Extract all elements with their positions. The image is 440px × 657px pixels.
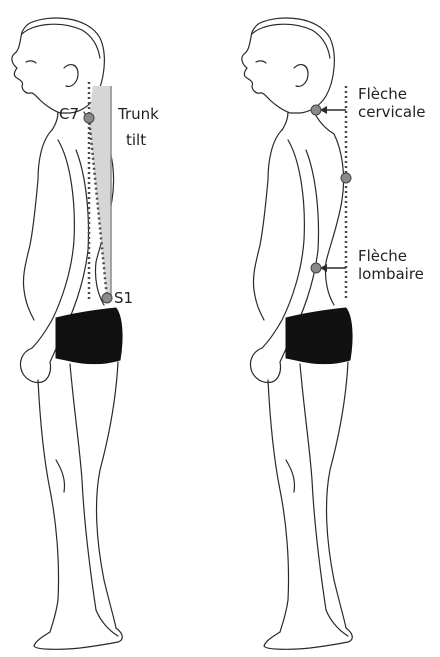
left-leg-back [97, 362, 118, 628]
right-hair [252, 24, 330, 58]
left-head-outline [12, 18, 104, 113]
left-eye [26, 61, 36, 63]
cervical-landmark [311, 105, 321, 115]
right-ear [294, 65, 308, 87]
right-hand [250, 340, 290, 383]
right-leg-back [327, 362, 348, 628]
cervical-label-line1: Flèche [358, 86, 407, 103]
left-hand [20, 340, 60, 383]
right-head-outline [242, 18, 334, 113]
lumbar-landmark [311, 263, 321, 273]
c7-label: C7 [59, 106, 79, 123]
right-leg-front [268, 380, 289, 632]
right-neck [282, 112, 288, 130]
left-foot [34, 628, 122, 649]
right-eye [256, 61, 266, 63]
cervical-label-line2: cervicale [358, 104, 426, 121]
left-leg-front [38, 380, 59, 632]
right-shorts [286, 308, 352, 364]
thoracic-apex-landmark [341, 173, 351, 183]
left-ear [64, 65, 78, 87]
right-torso-front [253, 130, 282, 320]
left-shorts [56, 308, 122, 364]
left-hair [22, 24, 100, 58]
right-torso-back [325, 134, 343, 305]
s1-landmark [102, 293, 112, 303]
lumbar-label-line2: lombaire [358, 266, 424, 283]
right-figure [242, 18, 352, 649]
trunk-tilt-label-line1: Trunk [118, 106, 159, 123]
s1-label: S1 [114, 290, 133, 307]
lumbar-label-line1: Flèche [358, 248, 407, 265]
left-torso-front [23, 130, 52, 320]
c7-landmark [84, 113, 94, 123]
trunk-tilt-label-line2: tilt [126, 132, 146, 149]
right-foot [264, 628, 352, 649]
left-neck [52, 112, 58, 130]
